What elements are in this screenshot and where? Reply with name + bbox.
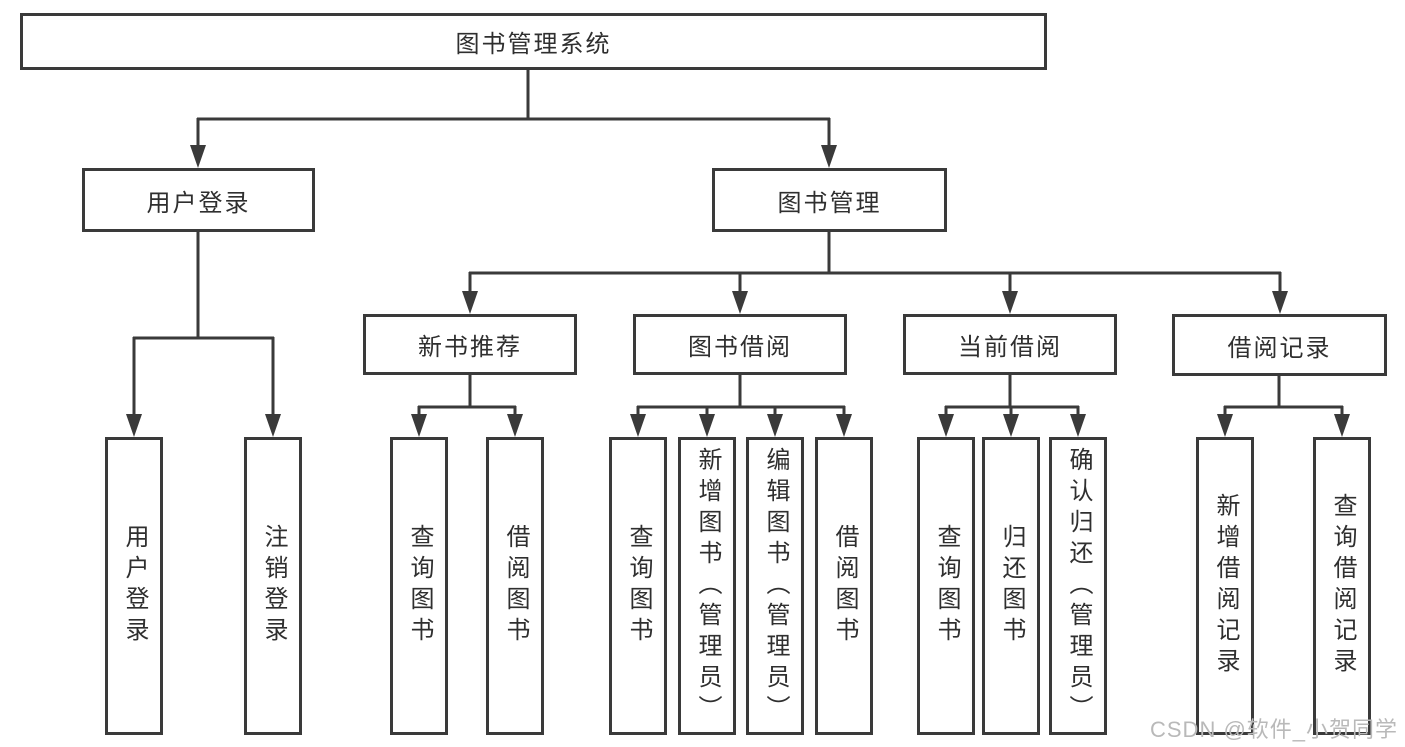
- connector-borrow-record-to-leaves: [1223, 376, 1344, 416]
- leaf-edit-book-admin: 编辑图书（管理员）: [746, 437, 804, 735]
- node-current-borrowing: 当前借阅: [903, 314, 1117, 375]
- connector-current-borrow-to-leaves: [944, 375, 1080, 416]
- watermark-text: CSDN @软件_小贺同学: [1150, 717, 1399, 742]
- leaf-user-login: 用户登录: [105, 437, 163, 735]
- node-library-management-system: 图书管理系统: [20, 13, 1047, 70]
- node-book-borrowing: 图书借阅: [633, 314, 847, 375]
- arrowhead-row-level3: [462, 291, 1288, 314]
- connector-root-to-level2: [196, 70, 831, 147]
- leaf-return-books: 归还图书: [982, 437, 1040, 735]
- connector-user-login-to-leaves: [132, 232, 275, 416]
- node-user-login: 用户登录: [82, 168, 315, 232]
- node-borrowing-records: 借阅记录: [1172, 314, 1387, 376]
- arrowhead-row-leaves: [126, 414, 1350, 437]
- connector-new-book-to-leaves: [417, 375, 517, 416]
- node-new-book-recommendation: 新书推荐: [363, 314, 577, 375]
- leaf-add-book-admin: 新增图书（管理员）: [678, 437, 736, 735]
- leaf-borrow-books: 借阅图书: [486, 437, 544, 735]
- leaf-query-books: 查询图书: [390, 437, 448, 735]
- connector-book-borrow-to-leaves: [636, 375, 846, 416]
- leaf-query-books: 查询图书: [917, 437, 975, 735]
- leaf-query-borrow-record: 查询借阅记录: [1313, 437, 1371, 735]
- leaf-borrow-books: 借阅图书: [815, 437, 873, 735]
- leaf-logout: 注销登录: [244, 437, 302, 735]
- node-book-management: 图书管理: [712, 168, 947, 232]
- connector-book-management-to-level3: [468, 232, 1282, 294]
- leaf-confirm-return-admin: 确认归还（管理员）: [1049, 437, 1107, 735]
- leaf-query-books: 查询图书: [609, 437, 667, 735]
- leaf-add-borrow-record: 新增借阅记录: [1196, 437, 1254, 735]
- arrowhead-row-level2: [190, 145, 837, 168]
